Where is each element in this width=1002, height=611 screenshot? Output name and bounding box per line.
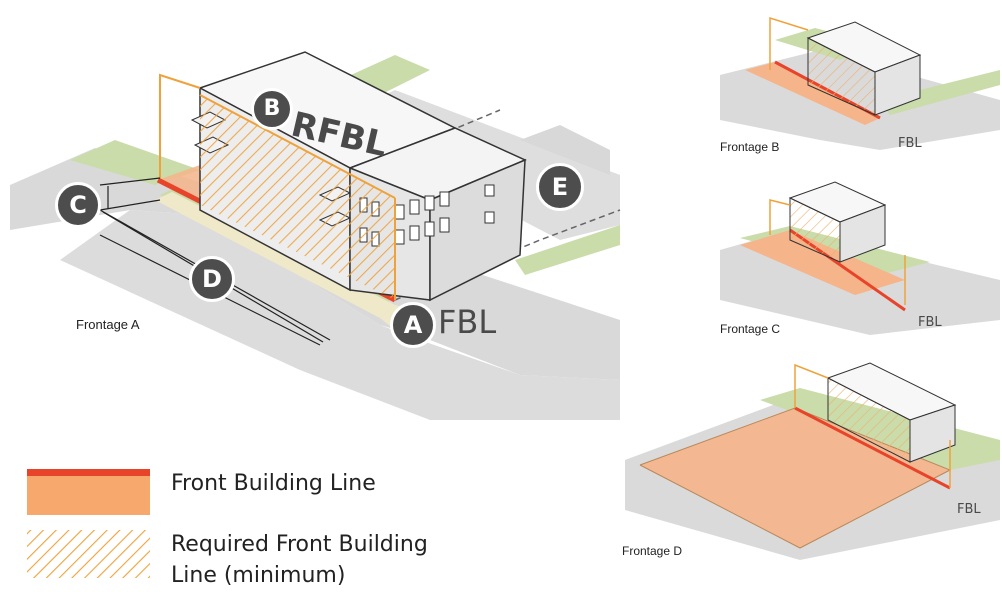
legend-label-rfbl-line2: Line (minimum) [171, 561, 345, 591]
frontage-b-diagram [720, 18, 1000, 150]
marker-a: A [390, 302, 436, 348]
marker-e: E [536, 163, 584, 211]
frontage-d-diagram [625, 363, 1000, 560]
marker-c: C [55, 182, 101, 228]
legend-swatch-fbl [27, 469, 150, 515]
fbl-label-a: FBL [438, 303, 496, 341]
marker-d: D [189, 256, 235, 302]
legend-label-fbl: Front Building Line [171, 469, 376, 499]
caption-frontage-d: Frontage D [622, 544, 682, 558]
frontage-a-diagram [10, 52, 620, 420]
fbl-label-d: FBL [957, 502, 981, 517]
caption-frontage-b: Frontage B [720, 140, 779, 154]
marker-b: B [251, 88, 293, 130]
legend-label-rfbl-line1: Required Front Building [171, 530, 428, 560]
fbl-label-c: FBL [918, 315, 942, 330]
caption-frontage-c: Frontage C [720, 322, 780, 336]
frontage-c-diagram [720, 182, 1000, 335]
legend-swatch-rfbl [27, 530, 150, 578]
fbl-label-b: FBL [898, 136, 922, 151]
caption-frontage-a: Frontage A [76, 317, 140, 332]
